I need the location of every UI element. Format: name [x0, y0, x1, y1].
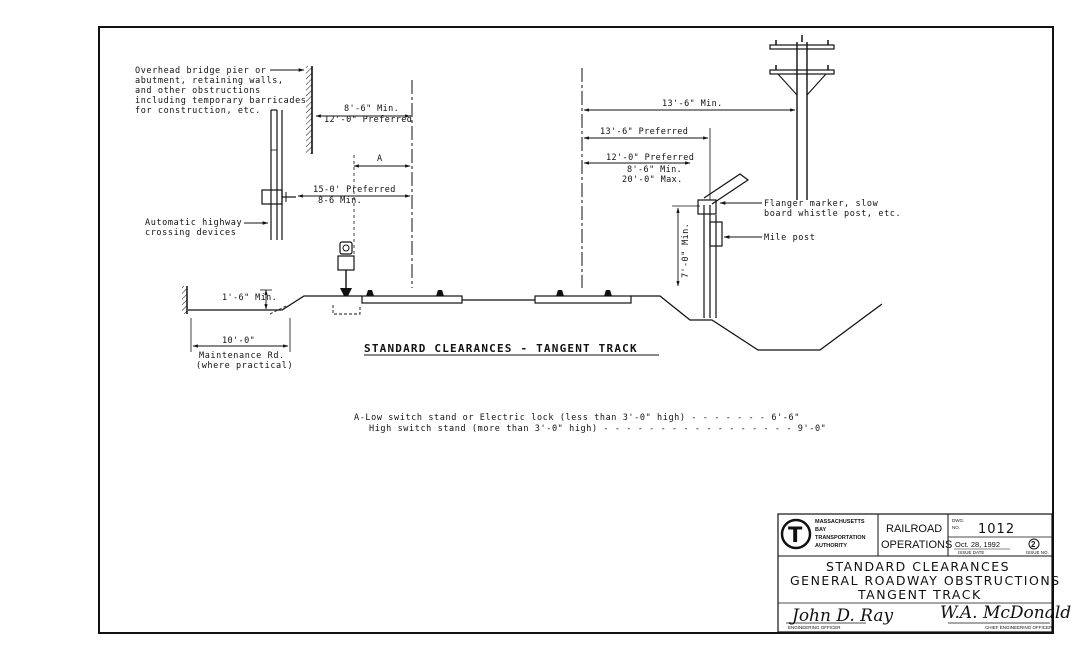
slope-dashed [269, 305, 287, 315]
signature-chief: W.A. McDonald [940, 603, 1071, 623]
dwg-label-1: DWG. [952, 518, 964, 523]
legend-line-2: High switch stand (more than 3'-0" high)… [369, 424, 826, 434]
dim-crossing-preferred: 15-0' Preferred [313, 185, 396, 195]
issue-number: 2 [1031, 540, 1036, 549]
crossing-label-2: crossing devices [145, 228, 236, 238]
switch-stand [332, 241, 361, 315]
tb-title-2: GENERAL ROADWAY OBSTRUCTIONS [790, 573, 1061, 588]
eng-officer-label: ENGINEERING OFFICER [788, 625, 841, 630]
issue-no-label: ISSUE NO. [1026, 550, 1049, 555]
drawing-sheet [98, 26, 1054, 634]
authority-line-4: AUTHORITY [815, 543, 847, 549]
dim-ditch-min: 1'-6" Min. [222, 293, 277, 303]
tb-title-1: STANDARD CLEARANCES [826, 559, 1010, 574]
roadbed-left [188, 295, 362, 311]
issue-no-circle [1028, 538, 1040, 550]
issue-date: Oct. 28, 1992 [955, 540, 1000, 549]
dept-line-1: RAILROAD [886, 523, 942, 535]
dim-obstruction-min: 8'-6" Min. [344, 104, 399, 114]
crossing-device [261, 109, 296, 240]
drawing-title: STANDARD CLEARANCES - TANGENT TRACK [364, 342, 638, 355]
dwg-label-2: NO. [952, 525, 960, 530]
mile-post-label: Mile post [764, 233, 815, 243]
dim-crossing-min: 8-6 Min. [318, 196, 362, 206]
obstruction-line-3: and other obstructions [135, 86, 261, 96]
dim-pref: 13'-6" Preferred [600, 127, 688, 137]
tb-title-3: TANGENT TRACK [857, 587, 982, 602]
dept-line-2: OPERATIONS [881, 539, 952, 551]
obstruction-wall [306, 66, 313, 154]
authority-line-2: BAY [815, 527, 826, 533]
utility-pole [769, 35, 835, 200]
chief-officer-label: CHIEF ENGINEERING OFFICER [985, 625, 1053, 630]
flanger-marker [697, 173, 750, 318]
dwg-number: 1012 [978, 522, 1015, 537]
maint-label-1: Maintenance Rd. [199, 351, 285, 361]
authority-line-3: TRANSPORTATION [815, 535, 866, 541]
dim-flanger-max: 20'-0" Max. [622, 175, 683, 185]
dim-a: A [377, 154, 383, 164]
signature-engineering: John D. Ray [789, 606, 894, 626]
logo-letter: T [788, 523, 803, 547]
dim-pole-min: 13'-6" Min. [662, 99, 723, 109]
dim-flanger-preferred: 12'-0" Preferred [606, 153, 694, 163]
flanger-label-2: board whistle post, etc. [764, 209, 901, 219]
dim-obstruction-preferred: 12'-0" Preferred [324, 115, 412, 125]
obstruction-line-2: abutment, retaining walls, [135, 76, 284, 86]
roadbed-right [631, 295, 883, 351]
obstruction-line-1: Overhead bridge pier or [135, 66, 267, 76]
right-track [534, 290, 632, 304]
maint-label-2: (where practical) [196, 361, 293, 371]
obstruction-label: Overhead bridge pier or abutment, retain… [135, 66, 307, 116]
dim-height: 7'-0" Min. [681, 223, 691, 278]
dim-maint: 10'-0" [222, 336, 255, 346]
legend-line-1: A-Low switch stand or Electric lock (les… [354, 413, 800, 423]
obstruction-line-4: including temporary barricades [135, 96, 307, 106]
obstruction-line-5: for construction, etc. [135, 106, 261, 116]
authority-line-1: MASSACHUSETTS [815, 519, 865, 525]
issue-date-label: ISSUE DATE [958, 550, 984, 555]
title-block: T MASSACHUSETTS BAY TRANSPORTATION AUTHO… [777, 513, 1071, 633]
mbta-logo [780, 518, 812, 550]
flanger-label-1: Flanger marker, slow [764, 199, 879, 209]
crossing-label-1: Automatic highway [145, 218, 242, 228]
left-track [361, 290, 463, 304]
left-ditch-wall [182, 286, 188, 314]
dim-flanger-min: 8'-6" Min. [627, 165, 682, 175]
